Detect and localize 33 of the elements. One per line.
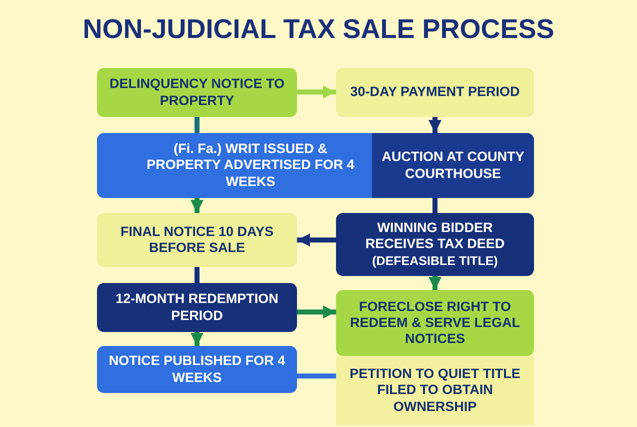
- process-box: [336, 213, 534, 276]
- process-box: [336, 290, 534, 356]
- node-note: (DEFEASIBLE TITLE): [372, 254, 498, 270]
- node-label: FINAL NOTICE 10 DAYS BEFORE SALE: [119, 224, 275, 256]
- arrow: [428, 276, 442, 290]
- process-box: [97, 283, 297, 332]
- connector-line: [297, 374, 336, 378]
- arrow: [428, 117, 442, 133]
- process-box: [97, 68, 297, 117]
- arrow: [297, 306, 336, 318]
- connector-line: [194, 117, 200, 133]
- node-label: NOTICE PUBLISHED FOR 4 WEEKS: [108, 353, 286, 386]
- node-label: DELINQUENCY NOTICE TO PROPERTY: [108, 76, 286, 109]
- node-label: WINNING BIDDER RECEIVES TAX DEED: [364, 220, 506, 252]
- arrow: [297, 234, 336, 246]
- diagram-title: NON-JUDICIAL TAX SALE PROCESS: [82, 14, 556, 45]
- process-box: [336, 356, 534, 425]
- node-label: 30-DAY PAYMENT PERIOD: [350, 84, 520, 101]
- connector-line: [194, 267, 200, 283]
- node-label: 12-MONTH REDEMPTION PERIOD: [114, 291, 280, 324]
- process-box: [372, 133, 534, 198]
- process-box: [97, 213, 297, 267]
- arrow: [190, 198, 204, 213]
- node-label: AUCTION AT COUNTY COURTHOUSE: [380, 149, 526, 182]
- process-box: [97, 133, 372, 198]
- process-box: [97, 346, 297, 393]
- arrow: [190, 332, 204, 346]
- process-box: [336, 68, 534, 117]
- node-label: PETITION TO QUIET TITLE FILED TO OBTAIN OWNERSHIP: [348, 366, 522, 415]
- arrow: [297, 86, 336, 98]
- node-label: (Fi. Fa.) WRIT ISSUED & PROPERTY ADVERTISED FOR 4 WEEKS: [146, 141, 356, 190]
- connector-line: [432, 198, 438, 213]
- node-label: FORECLOSE RIGHT TO REDEEM & SERVE LEGAL NOTICES: [348, 298, 522, 348]
